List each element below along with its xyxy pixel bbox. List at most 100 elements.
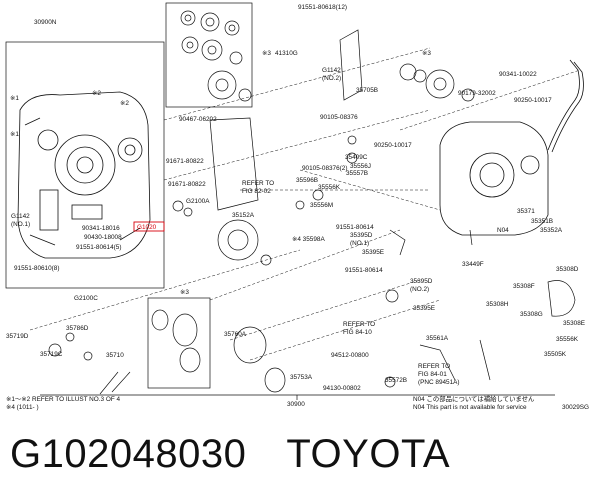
guide-line [163,109,431,181]
part-label: (NO.2) [410,286,429,293]
transaxle-case-left [17,91,151,259]
footnote: ※1～※2 REFER TO ILLUST NO.3 OF 4 [6,396,121,403]
part-label: 35308H [486,301,509,308]
part-label: 35395E [362,249,384,256]
part-caption: G102048030 TOYOTA [10,432,450,477]
footnote: N04 この部品については補給していません [413,394,535,403]
part-label: 35395D [410,278,433,285]
part-label: 91551-80610(8) [14,265,59,272]
part-label: 35409C [345,154,368,161]
part-label: ※2 [120,100,129,107]
part-label: 35308G [520,311,543,318]
part-label: 35596B [296,177,318,184]
part-label: 35561A [426,335,449,342]
part-label: 35505K [544,351,567,358]
part-label: 91551-80614(5) [76,244,121,251]
part-label: 90467-06202 [179,116,217,123]
part-label: REFER TO [418,363,450,370]
part-label: G1142 [11,213,30,220]
part-label: 35556M [310,202,333,209]
part-label: 35572B [385,377,407,384]
part-label: 90430-18008 [84,234,122,241]
part-label: 35308F [513,283,535,290]
part-label: G1142 [322,67,341,74]
part-label: N04 [497,227,509,234]
part-label: 30900 [287,401,305,408]
part-label: 35556K [556,336,579,343]
part-label: ※3 [180,289,189,296]
part-label: ※4 35598A [292,236,325,243]
footnote: N04 This part is not available for servi… [413,404,527,411]
left-assembly-box [5,41,165,289]
bearing-set [180,10,252,102]
part-label: 91551-80614 [336,224,374,231]
part-label: REFER TO [343,321,375,328]
part-label: 90105-08376 [320,114,358,121]
part-label: G2100A [186,198,210,205]
part-label: ※1 [10,131,19,138]
part-label: 94512-00800 [331,352,369,359]
part-label: (PNC 89451A) [418,379,460,386]
part-label: G2100C [74,295,98,302]
center-parts [172,29,576,388]
planetary-set [151,309,286,393]
guide-line [249,299,441,361]
part-label: 30900N [34,19,57,26]
part-label: 35308D [556,266,579,273]
part-label: 35395E [413,305,435,312]
part-label: (NO.1) [350,240,369,247]
part-label: FIG 82-02 [242,188,271,195]
part-label: 35152A [232,212,255,219]
part-label: 35352A [540,227,563,234]
figure-code: 30029SG [562,404,589,411]
part-label: 90179-32002 [458,90,496,97]
part-label: 91671-80822 [168,181,206,188]
part-label: 35719D [6,333,29,340]
part-label: (NO.1) [11,221,30,228]
part-label: 90250-10017 [514,97,552,104]
part-label: 94130-00802 [323,385,361,392]
part-label: 35710 [106,352,124,359]
part-label: 91551-80618(12) [298,4,347,11]
guide-line [163,47,431,121]
planetary-set-box [147,297,211,389]
part-label: FIG 84-10 [343,329,372,336]
part-label: ※3 [262,50,271,57]
guide-line [209,229,401,301]
part-number: G102048030 [10,432,247,476]
guide-line [29,249,301,331]
part-label: 91671-80822 [166,158,204,165]
guide-line [399,69,581,131]
highlight-box [133,221,165,232]
guide-line [299,169,441,211]
part-label: REFER TO [242,180,274,187]
part-label: 90341-10022 [499,71,537,78]
part-label: 35557B [346,170,368,177]
part-label: 35351B [531,218,553,225]
labels: 30900N 91551-80618(12) ※3 41310G ※1 ※2 ※… [6,4,589,411]
footnote: ※4 (1011- ) [6,404,39,411]
part-label: 41310G [275,50,298,57]
part-label: ※3 [422,50,431,57]
part-label: 35786D [66,325,89,332]
part-label: 35556J [350,163,371,170]
part-label: (NO.2) [322,75,341,82]
part-label: 35556K [318,184,341,191]
highlighted-part-label[interactable]: G1020 [137,224,157,231]
part-label: 33449F [462,261,484,268]
brand-name: TOYOTA [286,432,451,476]
part-label: 35753A [290,374,313,381]
parts-diagram: 30900N 91551-80618(12) ※3 41310G ※1 ※2 ※… [5,2,589,411]
part-label: 35760A [224,331,247,338]
part-label: 35395D [350,232,373,239]
part-label: 90105-08376(2) [302,165,347,172]
transaxle-case-right [439,59,584,236]
part-label: ※2 [92,90,101,97]
shaft-parts [48,332,131,395]
part-label: 35308E [563,320,585,327]
part-label: 90341-18016 [82,225,120,232]
guide-line [229,279,421,341]
part-label: 35371 [517,208,535,215]
bearing-set-box [165,2,253,108]
part-label: ※1 [10,95,19,102]
